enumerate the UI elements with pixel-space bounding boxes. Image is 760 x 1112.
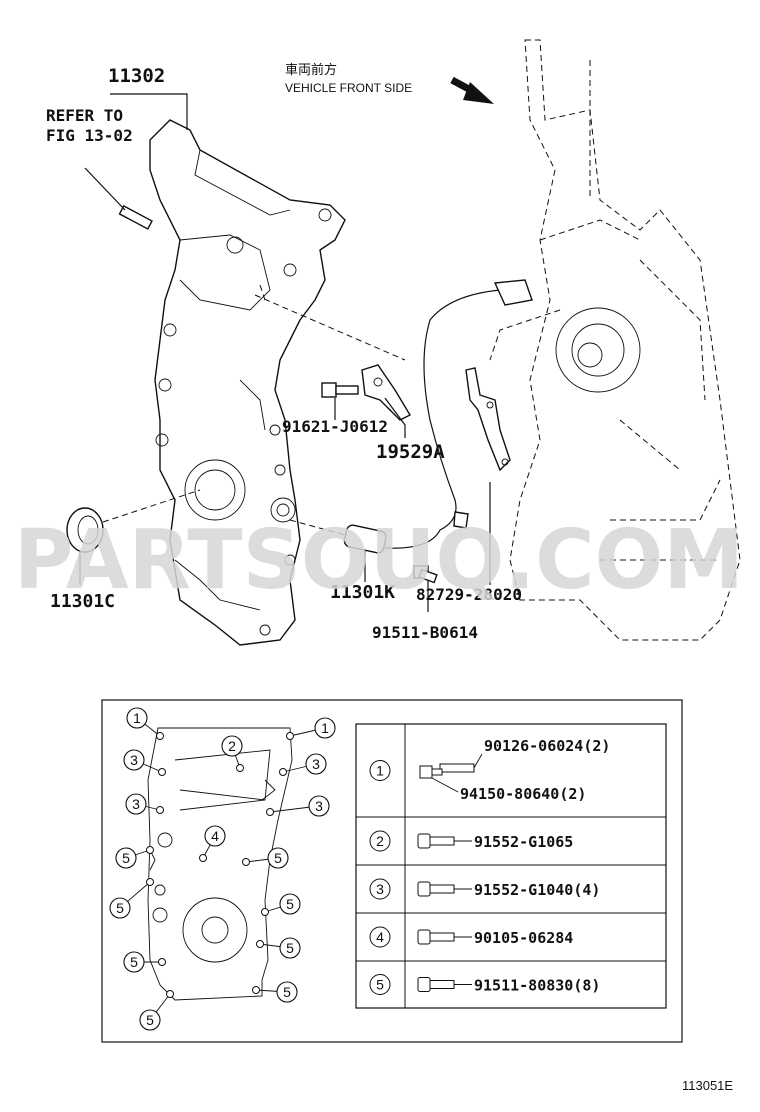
- legend-part-number: 91552-G1065: [474, 833, 573, 851]
- detail-frame: [101, 699, 683, 1043]
- sensor-bolt-icon: [413, 565, 438, 584]
- bolt-icon: [417, 929, 472, 945]
- legend-number: 3: [376, 881, 384, 897]
- legend-part-number: 94150-80640(2): [460, 785, 586, 803]
- detail-markers: 1 1 2 3 3 3 3 4 5 5 5 5 5 5 5 5: [109, 707, 336, 1031]
- legend-part-number: 90126-06024(2): [484, 737, 610, 755]
- leader-line: [84, 167, 126, 211]
- detail-marker-number: 5: [283, 984, 291, 1000]
- detail-marker-3: 3: [266, 795, 330, 817]
- front-side-label: VEHICLE FRONT SIDE: [285, 81, 412, 95]
- assembly-line: [259, 284, 266, 301]
- timing-chain-cover: [149, 119, 346, 646]
- detail-marker-5: 5: [252, 981, 298, 1003]
- detail-marker-number: 5: [286, 896, 294, 912]
- leader-line: [384, 397, 406, 438]
- legend-number: 2: [376, 833, 384, 849]
- bolt-icon: [417, 977, 472, 992]
- detail-marker-number: 3: [130, 752, 138, 768]
- detail-marker-number: 4: [211, 828, 219, 844]
- detail-marker-5: 5: [242, 847, 289, 869]
- legend-number: 4: [376, 929, 384, 945]
- assembly-line: [254, 294, 406, 361]
- callout-refer-line2: FIG 13-02: [46, 126, 133, 145]
- detail-marker-1: 1: [286, 717, 336, 740]
- detail-marker-3: 3: [125, 793, 164, 815]
- bolt-icon: [419, 765, 459, 793]
- callout-11301C: 11301C: [50, 591, 115, 612]
- detail-marker-number: 3: [312, 756, 320, 772]
- detail-marker-number: 3: [132, 796, 140, 812]
- legend-row-3: 3 91552-G1040(4): [369, 878, 600, 900]
- callout-91511-B0614: 91511-B0614: [372, 623, 478, 642]
- bracket-icon: [361, 364, 411, 421]
- stud-icon: [439, 753, 483, 773]
- engine-block-outline: [489, 39, 741, 641]
- callout-11301K: 11301K: [330, 582, 395, 603]
- stud-bolt-icon: [118, 205, 153, 230]
- detail-marker-3: 3: [279, 753, 327, 776]
- detail-marker-5: 5: [256, 937, 301, 959]
- detail-marker-number: 5: [286, 940, 294, 956]
- sensor-clip-icon: [465, 367, 511, 472]
- detail-marker-number: 5: [130, 954, 138, 970]
- detail-marker-number: 5: [122, 850, 130, 866]
- detail-marker-number: 3: [315, 798, 323, 814]
- bolt-icon: [417, 881, 472, 897]
- legend-rows: 1 90126-06024(2) 94150-80640(2) 2 91552-G106…: [369, 737, 610, 995]
- legend-part-number: 91552-G1040(4): [474, 881, 600, 899]
- legend-row-1: 1 90126-06024(2) 94150-80640(2): [369, 737, 610, 803]
- legend-number: 5: [376, 977, 384, 993]
- detail-marker-number: 5: [274, 850, 282, 866]
- front-direction-arrow-icon: [450, 76, 494, 104]
- detail-marker-4: 4: [199, 825, 226, 862]
- front-side-cjk: 車両前方: [285, 62, 337, 78]
- legend-row-2: 2 91552-G1065: [369, 830, 573, 852]
- callout-82729-28020: 82729-28020: [416, 585, 522, 604]
- detail-marker-5: 5: [109, 878, 154, 919]
- callout-91621-J0612: 91621-J0612: [282, 417, 388, 436]
- legend-row-4: 4 90105-06284: [369, 926, 573, 948]
- detail-marker-5: 5: [139, 990, 174, 1031]
- bolt-icon: [321, 382, 359, 398]
- watermark: PARTSOUQ.COM: [14, 513, 744, 608]
- detail-marker-number: 5: [146, 1012, 154, 1028]
- callout-refer-line1: REFER TO: [46, 106, 123, 125]
- fastener-legend-table: [355, 723, 667, 1009]
- detail-marker-number: 2: [228, 738, 236, 754]
- leader-line: [110, 93, 188, 130]
- detail-marker-1: 1: [126, 707, 164, 740]
- crank-position-sensor-icon: [343, 279, 533, 554]
- legend-part-number: 90105-06284: [474, 929, 573, 947]
- bolt-icon: [417, 833, 472, 849]
- detail-marker-2: 2: [221, 735, 244, 772]
- detail-marker-number: 1: [133, 710, 141, 726]
- legend-row-5: 5 91511-80830(8): [369, 974, 600, 995]
- detail-marker-5: 5: [261, 893, 301, 916]
- detail-marker-3: 3: [123, 749, 166, 776]
- detail-marker-number: 5: [116, 900, 124, 916]
- legend-number: 1: [376, 763, 384, 779]
- detail-marker-5: 5: [115, 846, 154, 869]
- detail-marker-number: 1: [321, 720, 329, 736]
- callout-19529A: 19529A: [376, 441, 445, 463]
- callout-11302: 11302: [108, 65, 165, 87]
- legend-part-number: 91511-80830(8): [474, 977, 600, 995]
- figure-id: 113051E: [682, 1078, 733, 1093]
- oil-seal-icon: [66, 489, 201, 553]
- detail-marker-5: 5: [123, 951, 166, 973]
